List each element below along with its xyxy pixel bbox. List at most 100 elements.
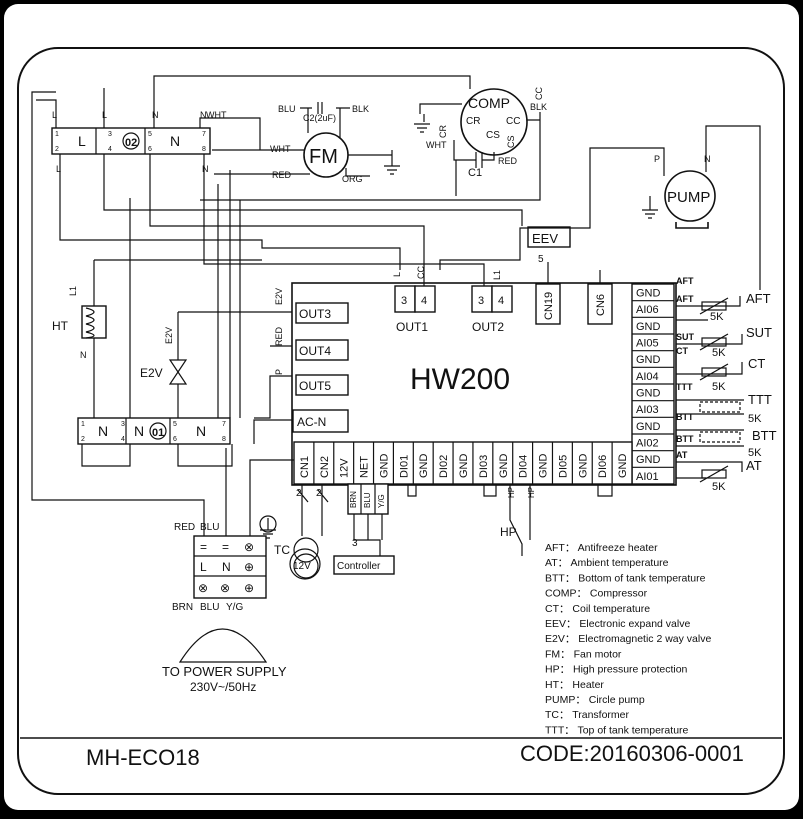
fm-wire-wht: WHT: [270, 144, 291, 154]
tb01-pin-2: 2: [81, 436, 85, 443]
wired-controller: Controller 3 BRN BLU Y/G: [333, 483, 395, 575]
power-wire-blu: BLU: [200, 522, 219, 533]
l1-label: L1: [68, 286, 78, 296]
power-ground-2: ⊕: [244, 581, 254, 595]
btt-wire-tag: BTT: [676, 412, 694, 422]
bottom-terminal-12v: 12V: [339, 458, 351, 478]
btt-name: BTT: [752, 428, 777, 443]
bottom-terminal-gnd: GND: [498, 454, 510, 479]
bottom-terminal-gnd: GND: [458, 454, 470, 479]
fm-ground-icon: [384, 150, 400, 175]
power-label-2: 230V~/50Hz: [190, 680, 256, 694]
code-number: CODE:20160306-0001: [520, 741, 744, 766]
terminal-out3: OUT3: [299, 307, 331, 321]
tb01-pin-5: 5: [173, 421, 177, 428]
tb02-pin-1: 1: [55, 131, 59, 138]
label-background: [4, 4, 799, 810]
net-wire-yg: Y/G: [377, 494, 386, 508]
wire-label-p: P: [274, 369, 284, 375]
bottom-terminal-gnd: GND: [538, 454, 550, 479]
high-pressure-switch: HP HP HP: [500, 484, 536, 556]
diagram-frame: [17, 47, 785, 795]
tb01-pin-1: 1: [81, 421, 85, 428]
out2-label: OUT2: [472, 320, 504, 334]
comp-wire-cc: CC: [534, 87, 544, 100]
right-terminal-gnd: GND: [636, 388, 661, 400]
bottom-terminal-di01: DI01: [398, 455, 410, 478]
right-terminal-ai02: AI02: [636, 438, 659, 450]
power-row-n: N: [222, 560, 231, 574]
right-terminal-gnd: GND: [636, 454, 661, 466]
right-terminal-gnd: GND: [636, 421, 661, 433]
fm-label: FM: [309, 146, 338, 168]
comp-term-cc: CC: [506, 116, 520, 127]
bottom-terminal-cn2: CN2: [319, 456, 331, 478]
e2v-label: E2V: [140, 366, 163, 380]
tb01-label-n3: N: [196, 423, 206, 439]
aft-name: AFT: [746, 291, 771, 306]
tb01-id: 01: [152, 427, 164, 439]
right-terminal-ai01: AI01: [636, 471, 659, 483]
legend-item: E2V： Electromagnetic 2 way valve: [545, 633, 711, 645]
tb02-label-n: N: [170, 133, 180, 149]
tb02-pin-8: 8: [202, 146, 206, 153]
tb02-pin-4: 4: [108, 146, 112, 153]
fm-wire-wht-top: WHT: [206, 110, 227, 120]
power-eq-1: =: [200, 540, 207, 554]
comp-ground-icon: [414, 103, 462, 133]
terminal-ac-n: AC-N: [297, 415, 326, 429]
legend-item: BTT： Bottom of tank temperature: [545, 572, 706, 584]
aft-resistance: 5K: [710, 311, 724, 323]
bottom-terminal-gnd: GND: [378, 454, 390, 479]
sut-sensor-tag: SUT: [676, 332, 695, 342]
right-terminal-ai05: AI05: [636, 338, 659, 350]
tb01-pin-4: 4: [121, 436, 125, 443]
comp-wire-wht: WHT: [426, 140, 447, 150]
bottom-terminal-di03: DI03: [478, 455, 490, 478]
cn19-label: CN19: [543, 292, 555, 320]
e2v-wire-label: E2V: [164, 327, 174, 344]
net-wire-blu: BLU: [363, 492, 372, 508]
bottom-terminal-cn1: CN1: [299, 456, 311, 478]
comp-wire-cs: CS: [506, 135, 516, 148]
ttt-name: TTT: [748, 392, 772, 407]
wire-label-e2v: E2V: [274, 288, 284, 305]
out1-pin-3: 3: [401, 295, 407, 307]
right-terminal-ai06: AI06: [636, 304, 659, 316]
power-wire-blu-2: BLU: [200, 602, 219, 613]
right-terminal-gnd: GND: [636, 288, 661, 300]
power-wire-yg: Y/G: [226, 602, 243, 613]
right-terminal-ai03: AI03: [636, 404, 659, 416]
tc-pin-b: 2: [316, 488, 322, 499]
sut-resistance: 5K: [712, 347, 726, 359]
power-supply-terminal: RED BLU = = L N ⊗ ⊕ ⊗ ⊗ ⊕ BRN BLU Y/G TO…: [31, 91, 294, 694]
hp-pin-b: HP: [527, 487, 536, 498]
out1-wire-l: L: [392, 272, 402, 277]
tb02-wire-n1: N: [152, 110, 159, 120]
tb02-wire-l1: L: [52, 110, 57, 120]
power-wire-brn: BRN: [172, 602, 193, 613]
tb02-wire-l3: L: [56, 164, 61, 174]
right-terminal-gnd: GND: [636, 321, 661, 333]
legend-item: TC： Transformer: [545, 709, 630, 721]
power-plug-icon: [178, 628, 268, 663]
heater: HT L1: [52, 260, 107, 418]
c1-label: C1: [468, 167, 482, 179]
bottom-terminal-di05: DI05: [557, 455, 569, 478]
power-x-2: ⊗: [198, 581, 208, 595]
compressor: COMP CR CC CS CC BLK CR WHT CS RED C1: [200, 87, 547, 201]
power-wire-red: RED: [174, 522, 195, 533]
power-eq-2: =: [222, 540, 229, 554]
hw200-controller-board: HW200 OUT3 OUT4 OUT5 AC-N E2V RED P 3 4 …: [274, 226, 677, 486]
tb02-pin-7: 7: [202, 131, 206, 138]
tb02-wire-n3: N: [202, 164, 209, 174]
power-ground-1: ⊕: [244, 560, 254, 574]
right-terminal-strip: GNDAI06GNDAI05GNDAI04GNDAI03GNDAI02GNDAI…: [631, 283, 675, 485]
transformer: 12V TC 2 2: [274, 484, 329, 580]
btt-resistance: 5K: [748, 447, 762, 459]
bottom-terminal-gnd: GND: [577, 454, 589, 479]
cn6-label: CN6: [595, 294, 607, 316]
